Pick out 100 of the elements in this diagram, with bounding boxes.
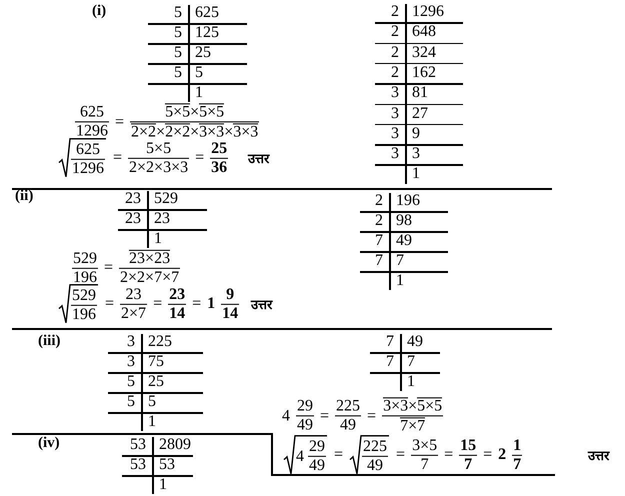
quotient: 625 [195, 4, 219, 22]
quotient: 125 [195, 24, 219, 42]
denominator: 36 [211, 160, 228, 176]
quotient: 7 [396, 252, 404, 270]
numerator: 15 [460, 437, 476, 454]
quotient: 23 [154, 210, 170, 228]
quotient: 53 [159, 456, 175, 474]
equals-sign: = [113, 149, 122, 167]
numerator: 225 [336, 398, 360, 414]
overlined-product: 5×5 [165, 103, 190, 120]
equals-sign: = [195, 149, 204, 167]
part-number: (iii) [38, 333, 60, 350]
overlined-product: 23×23 [129, 250, 170, 267]
part-number: (i) [92, 3, 106, 20]
divisor: 2 [391, 64, 399, 82]
overlined-product: 3×3 [233, 124, 258, 141]
numerator: 529 [73, 250, 97, 266]
divisor: 2 [391, 3, 399, 21]
quotient: 98 [396, 212, 412, 230]
quotient: 75 [148, 353, 164, 371]
divisor: 5 [174, 24, 182, 42]
divisor: 3 [391, 104, 399, 122]
times-sign: × [156, 124, 166, 141]
denominator: 49 [297, 418, 313, 434]
numerator: 1 [513, 437, 522, 454]
denominator: 49 [340, 418, 356, 434]
whole-number: 2 [498, 446, 506, 464]
equals-sign: = [444, 446, 454, 464]
quotient: 25 [195, 44, 211, 62]
overlined-product: 3×3 [199, 124, 224, 141]
answer-word: उत्तर [248, 151, 270, 167]
whole-number: 1 [207, 295, 216, 313]
divisor: 5 [174, 64, 182, 82]
quotient: 27 [412, 104, 428, 122]
quotient: 1 [412, 165, 420, 184]
numerator: 29 [297, 398, 313, 414]
divisor: 7 [375, 252, 383, 270]
numerator: 625 [80, 104, 104, 120]
divisor: 23 [125, 210, 141, 228]
quotient: 1 [195, 84, 203, 102]
divisor: 7 [386, 353, 394, 371]
equals-sign: = [320, 407, 330, 425]
denominator: 2×7 [121, 306, 146, 322]
quotient: 1 [148, 413, 156, 431]
quotient: 5 [148, 393, 156, 411]
numerator: 23 [126, 286, 142, 302]
divisor: 3 [391, 124, 399, 143]
divisor: 53 [130, 436, 146, 454]
times-sign: × [190, 104, 200, 120]
quotient: 225 [148, 333, 172, 351]
numerator: 9 [226, 286, 234, 302]
denominator: 196 [72, 307, 96, 324]
divisor: 5 [174, 4, 182, 22]
equals-sign: = [367, 407, 376, 425]
divisor: 2 [391, 44, 399, 62]
denominator: 1296 [76, 124, 108, 140]
divisor: 53 [130, 456, 146, 474]
quotient: 648 [412, 23, 436, 42]
part-number: (iv) [38, 435, 60, 452]
answer-word: उत्तर [588, 448, 610, 464]
denominator: 49 [367, 458, 384, 474]
quotient: 1 [154, 230, 162, 248]
denominator: 7 [464, 456, 472, 473]
numerator: 625 [76, 142, 100, 158]
quotient: 529 [154, 190, 178, 208]
whole-number: 4 [296, 448, 304, 466]
denominator: 2×2×3×3 [129, 160, 188, 176]
overlined-product: 3×3 [383, 397, 408, 414]
quotient: 7 [407, 353, 415, 371]
overlined-product: 2×2 [165, 124, 190, 141]
equals-sign: = [396, 446, 406, 464]
numerator: 29 [309, 438, 325, 455]
divisor: 5 [127, 393, 135, 411]
overlined-product: 2×2 [131, 124, 156, 141]
divisor: 7 [375, 232, 383, 250]
divisor: 3 [127, 333, 135, 351]
quotient: 1 [407, 373, 415, 391]
numerator: 3×5 [412, 437, 438, 454]
denominator: 1296 [72, 161, 104, 178]
equals-sign: = [105, 295, 114, 313]
denominator: 7 [420, 456, 429, 473]
denominator: 7 [513, 456, 522, 473]
equals-sign: = [192, 295, 202, 313]
times-sign: × [224, 124, 234, 141]
equals-sign: = [115, 113, 124, 131]
denominator: 14 [169, 306, 186, 322]
quotient: 2809 [159, 436, 191, 454]
numerator: 25 [211, 140, 228, 156]
equals-sign: = [153, 295, 162, 313]
equals-sign: = [483, 446, 492, 464]
overlined-product: 5×5 [199, 103, 224, 120]
quotient: 49 [407, 333, 423, 351]
divisor: 5 [127, 373, 135, 391]
numerator: 23 [169, 286, 186, 302]
divisor: 3 [127, 353, 135, 371]
quotient: 196 [396, 192, 420, 210]
answer-word: उत्तर [251, 297, 272, 313]
equals-sign: = [104, 259, 114, 277]
numerator: 529 [72, 288, 96, 304]
overlined-product: 7×7 [400, 418, 426, 435]
